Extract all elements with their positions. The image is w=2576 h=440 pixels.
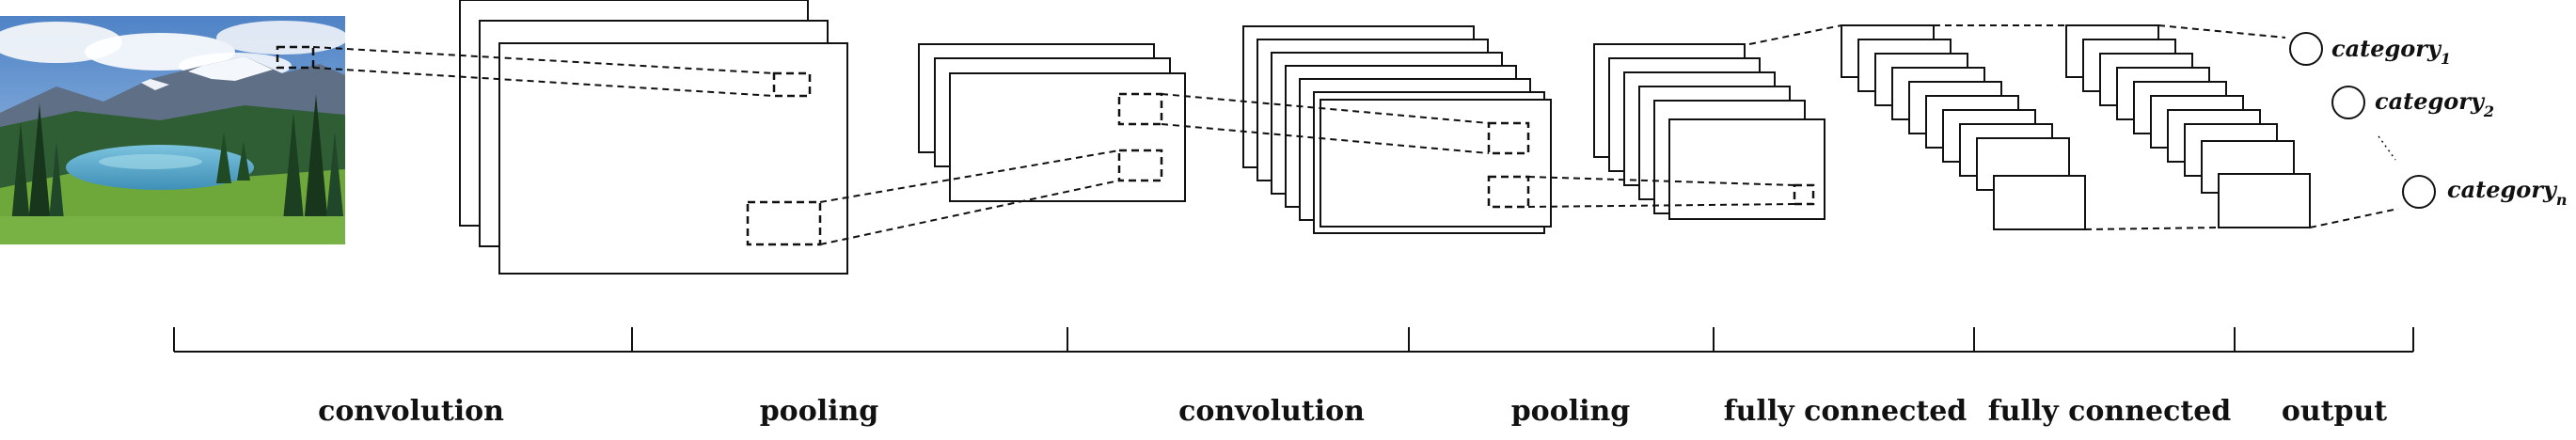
fc1-node-10: [1993, 175, 2086, 230]
conv2-field-b: [1487, 175, 1530, 209]
stage-label-output: output: [2282, 395, 2387, 428]
fc2-stack: [2065, 24, 2311, 228]
conv2-feature-maps: [1242, 25, 1552, 234]
output-node-1: [2289, 32, 2323, 66]
stage-label-convolution-2: convolution: [1178, 395, 1365, 428]
stage-label-pooling-1: pooling: [760, 395, 879, 428]
output-label-1: category1: [2331, 35, 2451, 68]
input-receptive-field: [276, 45, 315, 70]
pool1-field-a: [1117, 92, 1163, 126]
pool1-feature-maps: [918, 43, 1186, 202]
fc2-node-10: [2218, 173, 2311, 228]
output-labels: category1 category2 categoryn: [2331, 35, 2568, 209]
output-node-2: [2331, 86, 2365, 119]
conv1-small-field: [772, 71, 812, 98]
connection-lines: [312, 24, 2399, 245]
pool2-map-6: [1668, 118, 1825, 220]
conv1-pool-field: [746, 200, 822, 246]
output-nodes: [2289, 32, 2436, 209]
conv2-map-7: [1320, 99, 1552, 228]
pool2-feature-maps: [1593, 43, 1825, 220]
pool1-field-b: [1117, 149, 1163, 182]
input-image: [0, 16, 345, 244]
conv1-map-3: [498, 42, 848, 275]
output-ellipsis: [2378, 135, 2396, 161]
stage-label-fully-connected-1: fully connected: [1724, 395, 1968, 428]
stage-label-convolution-1: convolution: [318, 395, 504, 428]
stage-labels: convolution pooling convolution pooling …: [318, 395, 2387, 428]
conv1-feature-maps: [459, 0, 848, 275]
conv2-field-a: [1487, 121, 1530, 155]
stage-label-fully-connected-2: fully connected: [1988, 395, 2232, 428]
stage-axis: [173, 327, 2414, 353]
output-node-n: [2402, 175, 2436, 209]
output-label-2: category2: [2375, 87, 2494, 120]
stage-label-pooling-2: pooling: [1511, 395, 1631, 428]
pool1-map-3: [949, 72, 1186, 202]
fc1-stack: [1841, 24, 2086, 230]
output-label-n: categoryn: [2447, 176, 2568, 209]
pool2-field: [1793, 183, 1815, 206]
